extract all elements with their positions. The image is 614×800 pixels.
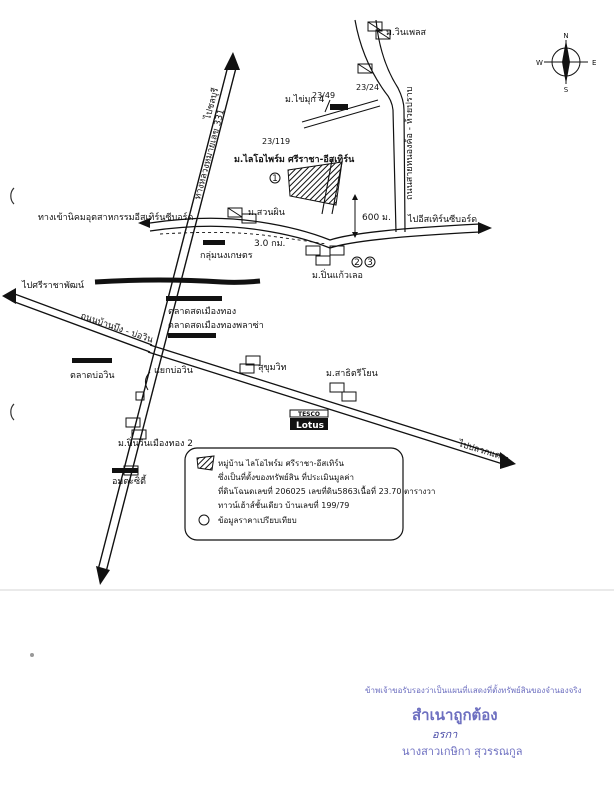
canal <box>94 277 261 285</box>
legend-line-5: ข้อมูลราคาเปรียบเทียบ <box>218 516 297 526</box>
building-icons <box>123 21 391 476</box>
label-project: ม.ไลโอไพร์ม ศรีราชา-อีสเทิร์น <box>234 153 355 165</box>
label-to-eastern-seaboard: ไปอีสเทิร์นซีบอร์ด <box>407 213 477 225</box>
binder-hole-top <box>10 187 15 205</box>
label-distance-3km: 3.0 กม. <box>254 239 285 249</box>
label-23119: 23/119 <box>262 137 290 146</box>
legend-line-3: ที่ดินโฉนดเลขที่ 206025 เลขที่ดิน5863เนื… <box>218 485 435 496</box>
legend-line-1: หมู่บ้าน ไลโอไพร์ม ศรีราชา-อีสเทิร์น <box>218 458 345 469</box>
arrow-up-icon <box>224 52 240 70</box>
label-pinkewlee: ม.ปิ่นแก้วเลอ <box>312 268 363 281</box>
label-thai4: ม.ไข่มุก 4 <box>285 94 325 105</box>
label-distance-600m: 600 ม. <box>362 213 391 223</box>
arrow-right-icon <box>478 222 492 234</box>
label-farmers-group: กลุ่มนงเกษตร <box>200 251 253 261</box>
legend-line-4: ทาวน์เฮ้าส์ชั้นเดียว บ้านเลขที่ 199/79 <box>218 499 349 510</box>
arrow-left-icon <box>138 218 150 228</box>
label-muang-thong-new: ตลาดบ่อวิน <box>70 370 115 381</box>
soi-23-119 <box>301 99 381 129</box>
label-sukhumvit: สุขุมวิท <box>258 362 287 373</box>
project-site <box>287 161 343 206</box>
svg-text:N: N <box>563 32 568 40</box>
compass-icon: N S E W <box>536 32 596 94</box>
binder-hole-bottom <box>10 403 15 421</box>
road-nong-kho <box>354 19 406 233</box>
label-suan-phin: ม.สวนผิน <box>248 207 285 218</box>
label-highway-331: ทางหลวงหมายเลข 331 <box>193 108 227 201</box>
arrow-down-icon <box>96 566 110 585</box>
road-sukhumvit <box>147 344 509 466</box>
stamp-signer-name: นางสาวเกษิกา สุวรรณกูล <box>402 745 523 758</box>
svg-text:2: 2 <box>354 258 360 268</box>
marker-2: 2 <box>351 256 363 268</box>
svg-text:3: 3 <box>367 258 373 268</box>
svg-text:W: W <box>536 59 543 67</box>
label-nong-kho-road: ถนนสายหนองค้อ - ห้วยปราบ <box>404 86 415 200</box>
label-to-siam-seaside: ไปศรีราชาพัฒน์ <box>21 279 84 291</box>
road-eastern-seaboard <box>149 217 481 249</box>
tesco-lotus-logo: TESCO Lotus <box>289 409 329 431</box>
label-pinwin-thong2: ม.ปิ่นวินเมืองทอง 2 <box>118 436 193 449</box>
townhouses <box>72 104 348 473</box>
svg-text:S: S <box>564 86 569 94</box>
stamp-certified-copy: สำเนาถูกต้อง <box>412 706 498 724</box>
svg-text:Lotus: Lotus <box>296 421 324 431</box>
legend-line-2: ซึ่งเป็นที่ตั้งของทรัพย์สิน ที่ประเมินมู… <box>218 471 354 483</box>
label-2324: 23/24 <box>356 83 379 92</box>
label-winpas: ม.วินเพลส <box>386 27 427 38</box>
svg-text:TESCO: TESCO <box>298 411 320 418</box>
legend-box: หมู่บ้าน ไลโอไพร์ม ศรีราชา-อีสเทิร์น ซึ่… <box>184 447 435 541</box>
arrow-left-west-icon <box>2 288 16 304</box>
label-market-muang-thong2: ตลาดสดเมืองทองพลาซ่า <box>168 320 264 331</box>
marker-1: 1 <box>269 172 281 184</box>
marker-3: 3 <box>364 256 376 268</box>
signature: อรกา <box>432 728 458 741</box>
label-industrial: ทางเข้านิคมอุตสาหกรรมอีสเทิร์นซีบอร์ด <box>38 211 194 223</box>
speck <box>30 653 34 657</box>
label-market-muang-thong: ตลาดสดเมืองทอง <box>168 306 236 317</box>
road-bo-win <box>11 292 153 353</box>
label-amata: อมตะซิตี้ <box>112 474 147 487</box>
svg-text:1: 1 <box>272 174 278 184</box>
label-saeng-bowin: แยกบ่อวิน <box>154 365 193 376</box>
label-to-plaeng: ไปปลวกแดง <box>456 438 506 463</box>
stamp-certification-line: ข้าพเจ้าขอรับรองว่าเป็นแผนที่แสดงที่ตั้ง… <box>365 686 582 695</box>
label-2349: 23/49 <box>312 91 335 100</box>
svg-text:E: E <box>592 59 596 67</box>
highway-331 <box>97 61 238 573</box>
label-sasit: ม.สาธิตรีโยน <box>326 368 378 379</box>
arrow-se-icon <box>500 452 516 469</box>
